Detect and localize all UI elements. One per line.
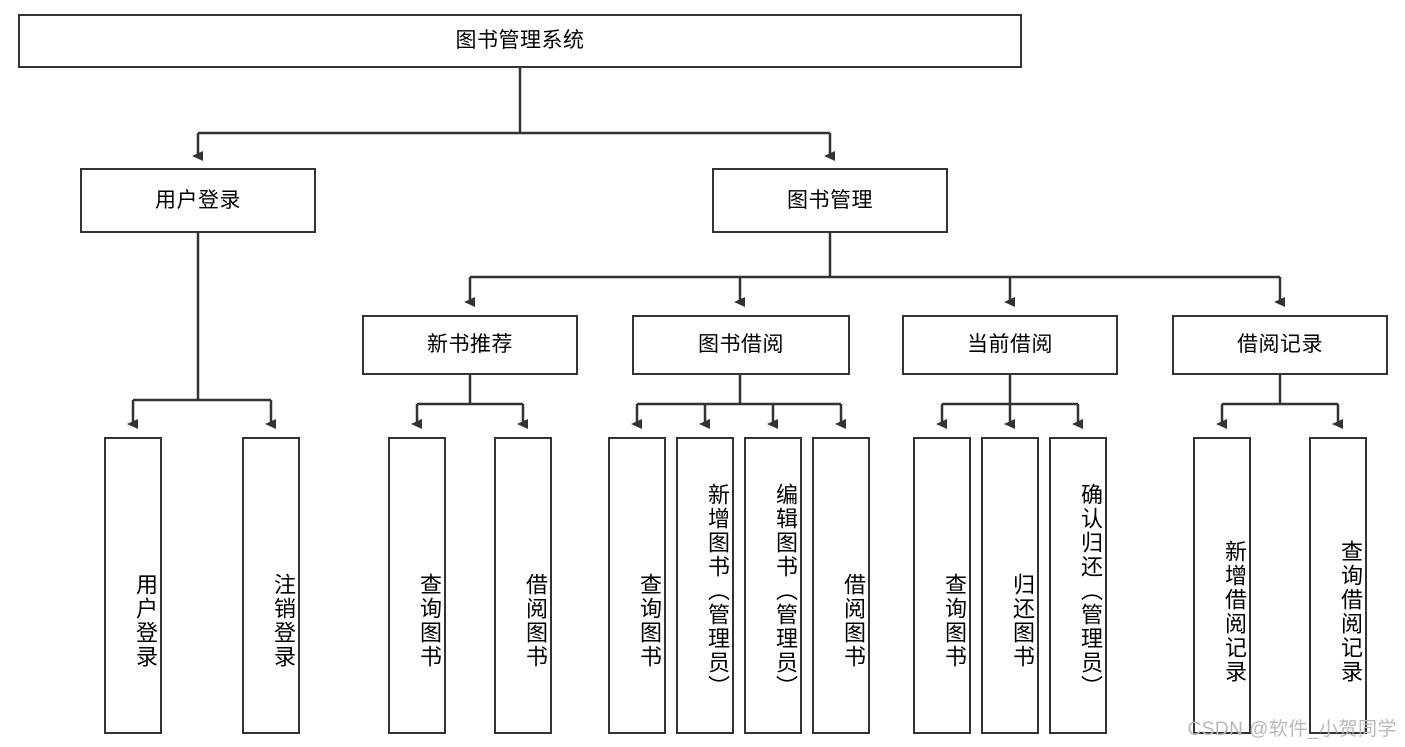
node-label: 新增图书（管理员） bbox=[705, 482, 730, 699]
leaf-book-borrow-query[interactable]: 查询图书 bbox=[608, 437, 666, 734]
node-label: 确认归还（管理员） bbox=[1078, 482, 1103, 699]
leaf-user-login-login[interactable]: 用户登录 bbox=[104, 437, 162, 734]
leaf-borrow-record-query[interactable]: 查询借阅记录 bbox=[1309, 437, 1367, 734]
node-label: 新书推荐 bbox=[427, 333, 513, 357]
leaf-book-borrow-edit[interactable]: 编辑图书（管理员） bbox=[744, 437, 802, 734]
node-label: 查询图书 bbox=[637, 572, 662, 669]
leaf-current-borrow-return[interactable]: 归还图书 bbox=[981, 437, 1039, 734]
leaf-new-book-query[interactable]: 查询图书 bbox=[388, 437, 446, 734]
node-book-borrow[interactable]: 图书借阅 bbox=[632, 315, 850, 375]
node-label: 图书管理 bbox=[787, 188, 873, 212]
leaf-new-book-borrow[interactable]: 借阅图书 bbox=[494, 437, 552, 734]
node-user-login[interactable]: 用户登录 bbox=[80, 168, 316, 233]
watermark: CSDN @软件_小贺同学 bbox=[1187, 719, 1397, 740]
leaf-current-borrow-query[interactable]: 查询图书 bbox=[913, 437, 971, 734]
node-label: 查询图书 bbox=[417, 572, 442, 669]
leaf-book-borrow-borrow[interactable]: 借阅图书 bbox=[812, 437, 870, 734]
node-label: 编辑图书（管理员） bbox=[773, 482, 798, 699]
node-label: 归还图书 bbox=[1010, 572, 1035, 669]
node-label: 查询图书 bbox=[942, 572, 967, 669]
node-label: 借阅记录 bbox=[1237, 333, 1323, 357]
node-label: 新增借阅记录 bbox=[1222, 539, 1247, 684]
node-label: 图书管理系统 bbox=[455, 29, 585, 53]
node-label: 用户登录 bbox=[155, 188, 241, 212]
node-current-borrow[interactable]: 当前借阅 bbox=[902, 315, 1118, 375]
node-label: 图书借阅 bbox=[698, 333, 784, 357]
node-new-book-recommend[interactable]: 新书推荐 bbox=[362, 315, 578, 375]
node-label: 当前借阅 bbox=[967, 333, 1053, 357]
node-borrow-record[interactable]: 借阅记录 bbox=[1172, 315, 1388, 375]
leaf-borrow-record-add[interactable]: 新增借阅记录 bbox=[1193, 437, 1251, 734]
leaf-current-borrow-confirm-return[interactable]: 确认归还（管理员） bbox=[1049, 437, 1107, 734]
node-label: 注销登录 bbox=[271, 572, 296, 669]
node-label: 用户登录 bbox=[133, 572, 158, 669]
node-label: 借阅图书 bbox=[841, 572, 866, 669]
node-label: 查询借阅记录 bbox=[1338, 539, 1363, 684]
node-root-system[interactable]: 图书管理系统 bbox=[18, 14, 1022, 68]
leaf-user-login-logout[interactable]: 注销登录 bbox=[242, 437, 300, 734]
node-label: 借阅图书 bbox=[523, 572, 548, 669]
leaf-book-borrow-add[interactable]: 新增图书（管理员） bbox=[676, 437, 734, 734]
node-book-management[interactable]: 图书管理 bbox=[712, 168, 948, 233]
